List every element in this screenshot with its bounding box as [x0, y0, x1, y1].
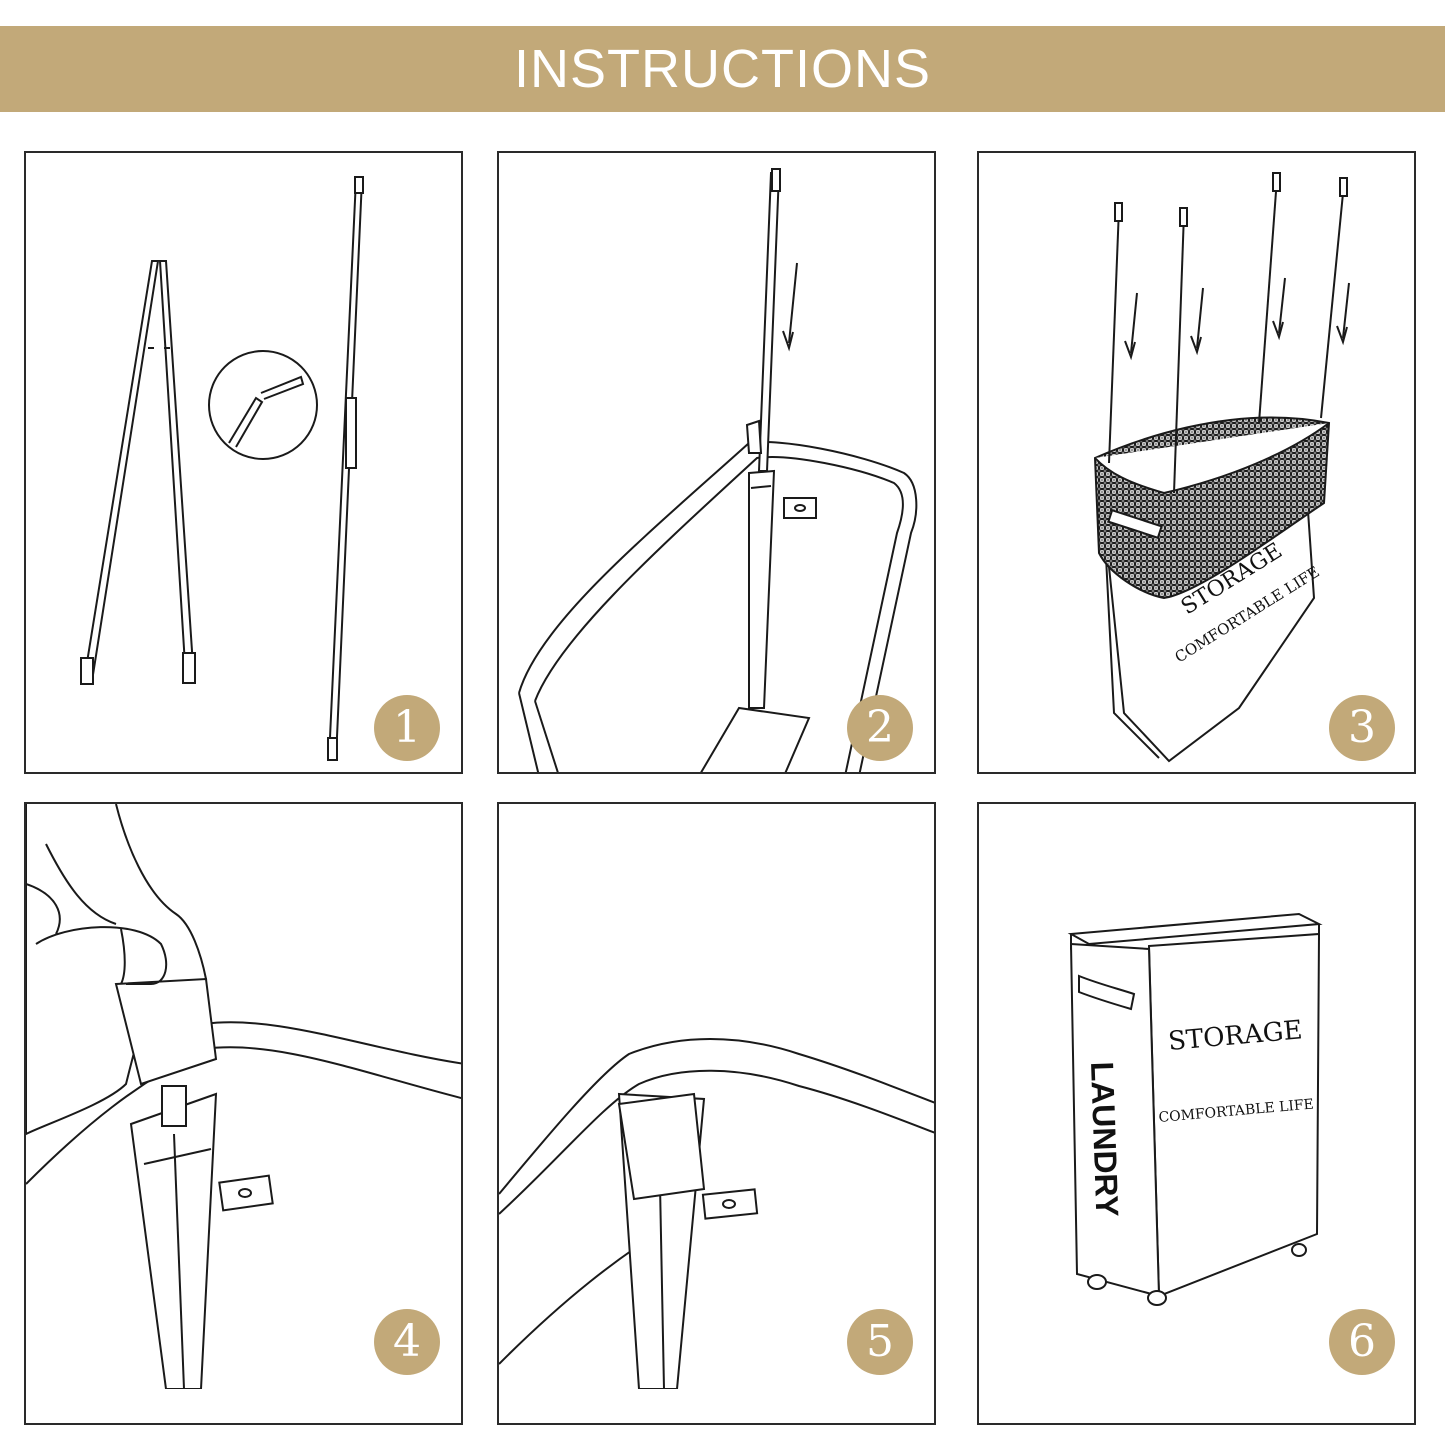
instructions-banner: INSTRUCTIONS — [0, 26, 1445, 112]
step-number-badge: 2 — [847, 695, 913, 761]
banner-title: INSTRUCTIONS — [514, 39, 931, 99]
velcro-strap-closing-illustration — [499, 1038, 934, 1389]
folded-and-extended-rod-illustration — [80, 176, 364, 761]
step-6-panel: STORAGE COMFORTABLE LIFE LAUNDRY 6 — [977, 802, 1416, 1425]
step-number-badge: 6 — [1329, 1309, 1395, 1375]
assembled-laundry-basket-illustration: STORAGE COMFORTABLE LIFE LAUNDRY — [1067, 912, 1323, 1306]
step-2-panel: 2 — [497, 151, 936, 774]
step-number-badge: 4 — [374, 1309, 440, 1375]
step-number-badge: 3 — [1329, 695, 1395, 761]
step-number-badge: 1 — [374, 695, 440, 761]
basket-print-side: LAUNDRY — [1084, 1061, 1125, 1217]
hand-pushing-rod-cap-illustration — [26, 804, 461, 1389]
step-3-panel: STORAGE COMFORTABLE LIFE 3 — [977, 151, 1416, 774]
four-rods-into-basket-illustration: STORAGE COMFORTABLE LIFE — [1093, 172, 1350, 763]
step-number-badge: 5 — [847, 1309, 913, 1375]
step-5-panel: 5 — [497, 802, 936, 1425]
step-4-panel: 4 — [24, 802, 463, 1425]
step-1-panel: 1 — [24, 151, 463, 774]
rod-inserted-into-basket-corner-illustration — [518, 168, 918, 772]
